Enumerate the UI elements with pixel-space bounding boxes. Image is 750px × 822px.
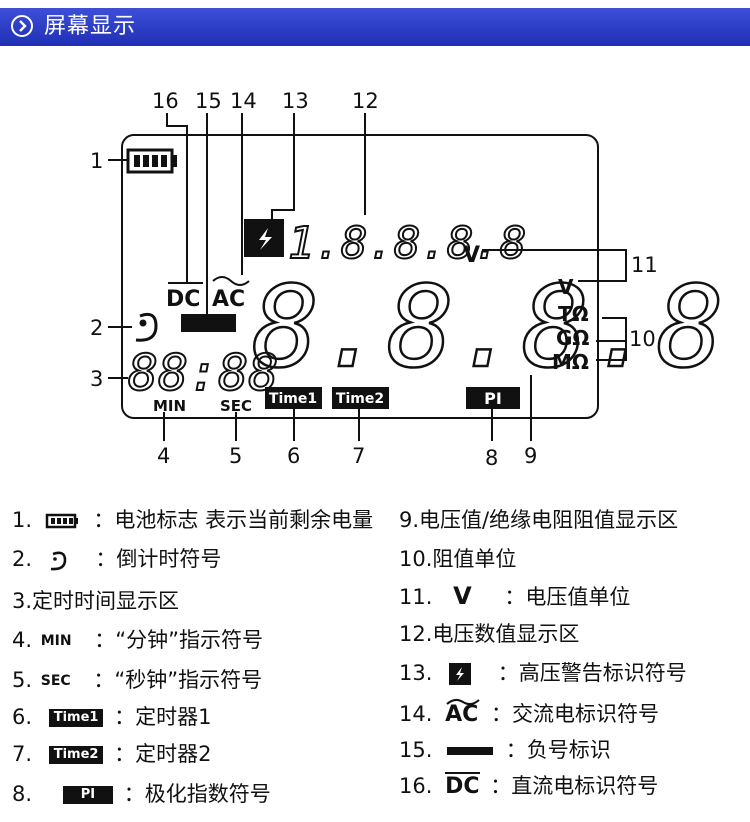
legend-item-4: 4. MIN ：“分钟”指示符号 — [12, 628, 264, 652]
legend-item-16: 16. DC ：直流电标识符号 — [399, 772, 659, 799]
callout-16: 16 — [152, 89, 179, 113]
unit-mohm: MΩ — [552, 350, 589, 374]
callout-2: 2 — [90, 316, 103, 340]
callout-11: 11 — [631, 253, 658, 277]
callout-13: 13 — [282, 89, 309, 113]
legend-item-9: 9.电压值/绝缘电阻阻值显示区 — [399, 508, 679, 532]
callout-3: 3 — [90, 367, 103, 391]
ac-tilde-icon — [446, 698, 480, 706]
battery-icon — [45, 513, 78, 529]
legend-item-6: 6. Time1 ：定时器1 — [12, 705, 212, 729]
dc-symbol: DC — [445, 772, 480, 799]
negative-sign — [181, 314, 236, 332]
lcd-diagram: 88:88 MIN SEC DC AC 1.8.8.8.8 V 8.8.8.8 … — [90, 89, 725, 470]
pi-tag — [466, 387, 520, 409]
svg-text:Time1: Time1 — [269, 391, 317, 407]
svg-text:Time2: Time2 — [336, 391, 384, 407]
time2-tag — [332, 387, 389, 409]
legend-item-13: 13. ：高压警告标识符号 — [399, 661, 687, 685]
sec-label: SEC — [220, 397, 252, 415]
legend-item-14: 14. AC ：交流电标识符号 — [399, 698, 659, 729]
section-header: 屏幕显示 — [0, 8, 750, 46]
main-digits: 8.8.8.8 — [252, 263, 724, 393]
timer-digits: 88:88 — [128, 344, 279, 402]
legend-item-11: 11. V ：电压值单位 — [399, 582, 631, 610]
callout-7: 7 — [352, 444, 365, 468]
sec-symbol: SEC — [40, 673, 71, 689]
battery-icon — [126, 148, 177, 174]
callout-5: 5 — [229, 444, 242, 468]
legend-item-1: 1. ：电池标志 表示当前剩余电量 — [12, 508, 374, 532]
callout-8: 8 — [485, 446, 498, 470]
min-label: MIN — [153, 397, 186, 415]
legend-item-2: 2. ：倒计时符号 — [12, 547, 222, 571]
pi-tag: PI — [62, 786, 114, 804]
ac-symbol: AC — [212, 287, 245, 312]
callout-6: 6 — [287, 444, 300, 468]
legend-item-5: 5. SEC ：“秒钟”指示符号 — [12, 668, 263, 692]
time1-tag: Time1 — [48, 709, 104, 727]
voltage-digits: 1.8.8.8.8 — [288, 218, 526, 269]
voltage-unit: V — [463, 243, 480, 268]
unit-tohm: TΩ — [558, 302, 589, 326]
legend-item-7: 7. Time2 ：定时器2 — [12, 742, 212, 766]
legend-item-12: 12.电压数值显示区 — [399, 622, 580, 646]
legend-item-8: 8. PI ：极化指数符号 — [12, 782, 271, 806]
callout-10: 10 — [629, 327, 656, 351]
callout-12: 12 — [352, 89, 379, 113]
svg-text:PI: PI — [484, 389, 502, 408]
negative-sign-icon — [447, 747, 494, 755]
callout-15: 15 — [195, 89, 222, 113]
ac-symbol: AC — [445, 702, 479, 727]
unit-v: V — [558, 275, 574, 299]
legend-item-3: 3.定时时间显示区 — [12, 589, 180, 613]
unit-gohm: GΩ — [556, 326, 589, 350]
callout-14: 14 — [230, 89, 257, 113]
countdown-icon — [135, 312, 158, 342]
min-symbol: MIN — [40, 633, 72, 649]
countdown-icon — [50, 551, 67, 571]
callout-4: 4 — [157, 444, 170, 468]
v-symbol: V — [453, 582, 472, 610]
section-title: 屏幕显示 — [44, 14, 137, 39]
callout-9: 9 — [524, 444, 537, 468]
chevron-right-circle-icon — [11, 15, 33, 37]
hv-warning-icon — [449, 663, 472, 685]
dc-symbol: DC — [166, 287, 200, 312]
time1-tag — [265, 387, 322, 409]
legend-item-10: 10.阻值单位 — [399, 547, 517, 571]
legend-item-15: 15. ：负号标识 — [399, 738, 611, 762]
callout-1: 1 — [90, 149, 103, 173]
time2-tag: Time2 — [48, 746, 104, 764]
